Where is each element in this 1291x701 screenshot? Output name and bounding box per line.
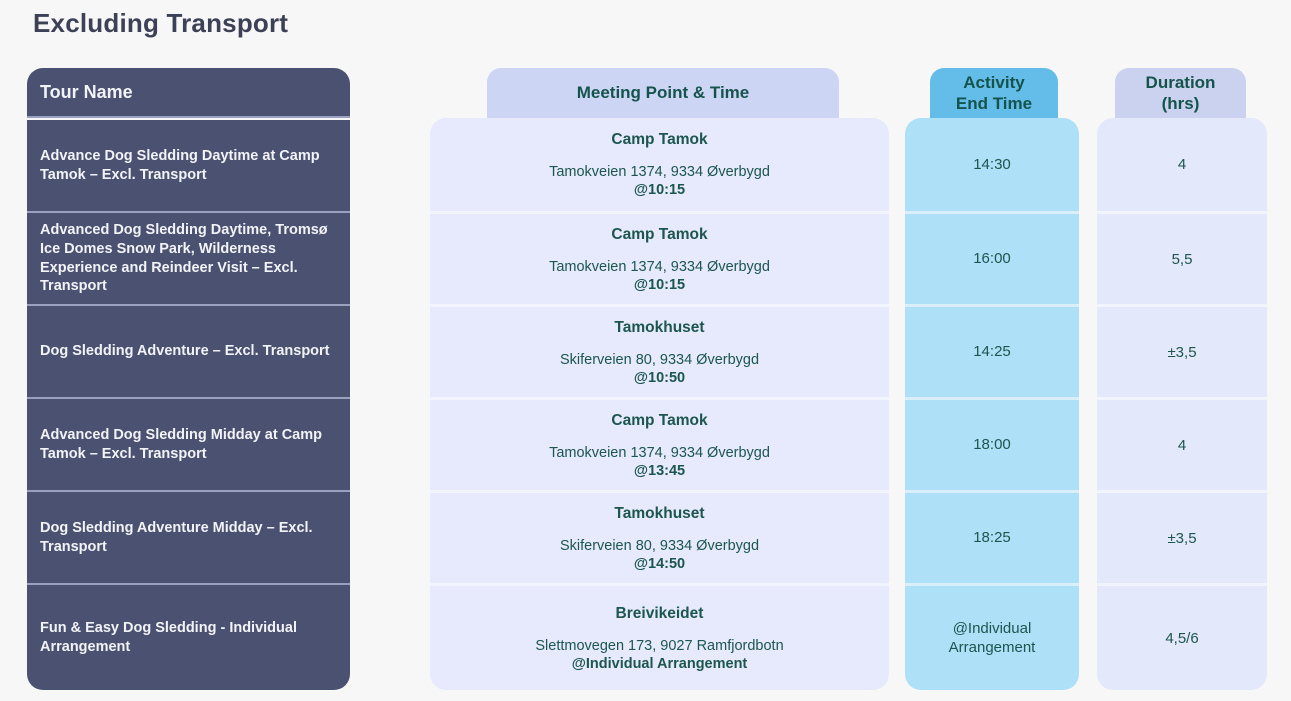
activity-end-time-cell: 16:00 — [905, 211, 1079, 304]
duration-cell: 4,5/6 — [1097, 583, 1267, 690]
meeting-time: @10:15 — [633, 182, 686, 198]
meeting-time: @14:50 — [633, 555, 686, 572]
meeting-point-header: Meeting Point & Time — [487, 68, 839, 118]
activity-end-time-header-line2: End Time — [955, 94, 1033, 113]
tour-name-cell: Advanced Dog Sledding Daytime, Tromsø Ic… — [27, 211, 350, 304]
activity-end-time-cell: 18:00 — [905, 397, 1079, 490]
venue-name: Camp Tamok — [611, 131, 708, 148]
activity-end-time-cell: 14:30 — [973, 155, 1011, 173]
activity-end-time-header: Activity End Time — [930, 68, 1058, 118]
activity-end-time-cell: 14:25 — [905, 304, 1079, 397]
venue-name: Tamokhuset — [614, 504, 705, 522]
activity-end-time-cell: 18:25 — [905, 490, 1079, 583]
venue-address: Tamokveien 1374, 9334 Øverbygd — [549, 258, 770, 275]
activity-end-time-cell: @Individual Arrangement — [905, 583, 1079, 690]
meeting-point-header-label: Meeting Point & Time — [576, 83, 750, 103]
activity-end-time-header-line1: Activity — [963, 72, 1025, 92]
meeting-time: @10:50 — [633, 369, 686, 386]
meeting-time: @Individual Arrangement — [571, 655, 748, 672]
page-title: Excluding Transport — [33, 8, 289, 38]
venue-address: Tamokveien 1374, 9334 Øverbygd — [549, 164, 770, 180]
duration-cell: ±3,5 — [1097, 304, 1267, 397]
tour-name-cell: Dog Sledding Adventure – Excl. Transport — [27, 304, 350, 397]
venue-name: Breivikeidet — [615, 604, 704, 622]
venue-address: Tamokveien 1374, 9334 Øverbygd — [549, 444, 770, 461]
venue-name: Camp Tamok — [611, 225, 708, 243]
duration-cell: ±3,5 — [1097, 490, 1267, 583]
tour-name-cell: Dog Sledding Adventure Midday – Excl. Tr… — [27, 490, 350, 583]
duration-header: Duration (hrs) — [1115, 68, 1246, 118]
tour-name-header: Tour Name — [27, 68, 350, 118]
duration-cell: 5,5 — [1097, 211, 1267, 304]
duration-header-line1: Duration — [1145, 72, 1216, 92]
venue-name: Tamokhuset — [614, 318, 705, 336]
tour-name-column: Advance Dog Sledding Daytime at Camp Tam… — [27, 120, 350, 690]
meeting-time: @10:15 — [633, 276, 686, 293]
duration-cell: 4 — [1097, 397, 1267, 490]
duration-cell: 4 — [1177, 156, 1187, 173]
tour-name-header-label: Tour Name — [40, 81, 133, 102]
duration-header-line2: (hrs) — [1161, 94, 1200, 113]
tour-name-cell: Advance Dog Sledding Daytime at Camp Tam… — [40, 147, 320, 183]
meeting-time: @13:45 — [633, 462, 686, 479]
venue-address: Slettmovegen 173, 9027 Ramfjordbotn — [535, 637, 784, 654]
tour-name-cell: Advanced Dog Sledding Midday at Camp Tam… — [27, 397, 350, 490]
venue-address: Skiferveien 80, 9334 Øverbygd — [559, 351, 760, 368]
venue-address: Skiferveien 80, 9334 Øverbygd — [559, 537, 760, 554]
tour-name-cell: Fun & Easy Dog Sledding - Individual Arr… — [27, 583, 350, 690]
venue-name: Camp Tamok — [611, 411, 708, 429]
